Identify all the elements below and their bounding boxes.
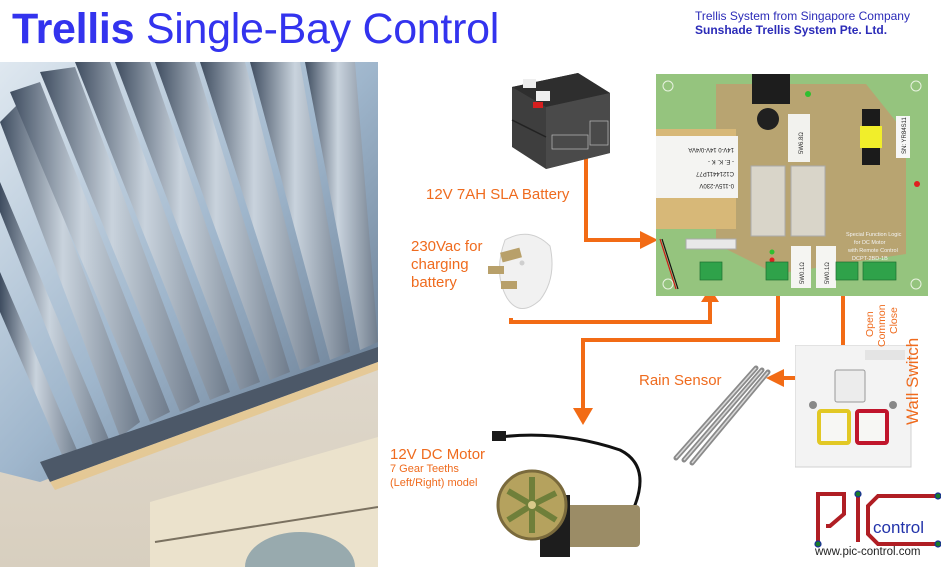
pcb-title-line-1: Special Function Logic: [846, 232, 902, 238]
resistor-label-2: 5W0.1Ω: [800, 262, 806, 284]
logo-letter-c: [866, 494, 941, 546]
battery-image: [511, 73, 610, 169]
arrow-head-motor: [573, 408, 593, 425]
company-name: Sunshade Trellis System Pte. Ltd.: [695, 23, 888, 37]
switch-terminal: [862, 261, 897, 281]
wall-switch-label: Wall Switch: [903, 337, 922, 425]
battery-label: 12V 7AH SLA Battery: [426, 186, 570, 203]
battery-wire: [584, 156, 642, 242]
rain-sensor-label: Rain Sensor: [639, 372, 722, 389]
pcb-title-line-3: with Remote Control: [847, 248, 898, 254]
ac-power-label: 230Vac for charging battery: [411, 238, 483, 291]
motor-terminal: [765, 261, 789, 281]
trellis-louvers-illustration: [0, 62, 378, 567]
svg-text:- E. K. K -: - E. K. K -: [708, 158, 734, 164]
dc-motor-image: [492, 431, 642, 557]
rain-terminal: [835, 261, 859, 281]
relay-1: [750, 165, 786, 237]
title-rest: Single-Bay Control: [134, 5, 499, 53]
pcb-illustration: 0-115V-230V C1214411P77 - E. K. K - 14V-…: [656, 74, 928, 296]
arrow-head-battery: [640, 231, 658, 249]
close-button: [855, 409, 889, 445]
svg-text:C1214411P77: C1214411P77: [695, 170, 734, 176]
pic-control-logo: [814, 490, 941, 548]
company-tagline: Trellis System from Singapore Company: [695, 9, 910, 23]
trellis-beam: [40, 347, 378, 482]
power-resistor: [788, 114, 810, 162]
resistor-label-1: 5W6.8Ω: [799, 132, 805, 154]
heatsink: [752, 74, 790, 104]
rain-sensor-image: [673, 365, 771, 466]
relay-2: [790, 165, 826, 237]
motor-wire: [581, 285, 780, 410]
louver-blades: [0, 62, 378, 462]
title-bold: Trellis: [12, 5, 135, 53]
page-title: Trellis Single-Bay Control: [12, 4, 499, 54]
wall-switch-toggle: [834, 369, 866, 403]
ac-wire: [509, 300, 712, 324]
wall-switch-image: [795, 345, 912, 468]
ac-plug-image: [488, 233, 553, 309]
logo-word: control: [873, 518, 925, 537]
website-link[interactable]: www.pic-control.com: [815, 546, 921, 558]
arrow-head-rain: [766, 369, 784, 387]
pcb-title-line-2: for DC Motor: [854, 240, 886, 246]
pcb-title-line-4: DCPT-2BD-1B: [852, 256, 888, 262]
serial-label: SN: YR84S11: [902, 117, 908, 154]
logo-letter-p: [816, 492, 846, 542]
motor-gear-label: 7 Gear Teeths: [390, 463, 459, 475]
svg-text:0-115V-230V: 0-115V-230V: [699, 182, 734, 188]
motor-model-label: (Left/Right) model: [390, 477, 478, 489]
trellis-photo: [0, 62, 378, 567]
battery-terminal: [699, 261, 723, 281]
open-button: [817, 409, 851, 445]
terminal-open-label: Open: [864, 311, 876, 337]
resistor-label-3: 5W0.1Ω: [825, 262, 831, 284]
svg-text:14V-0 14V-0/4VA: 14V-0 14V-0/4VA: [688, 146, 734, 152]
terminal-common-label: Common: [876, 304, 888, 347]
control-pcb: 0-115V-230V C1214411P77 - E. K. K - 14V-…: [656, 74, 928, 296]
motor-label: 12V DC Motor: [390, 446, 486, 463]
terminal-close-label: Close: [888, 307, 900, 334]
